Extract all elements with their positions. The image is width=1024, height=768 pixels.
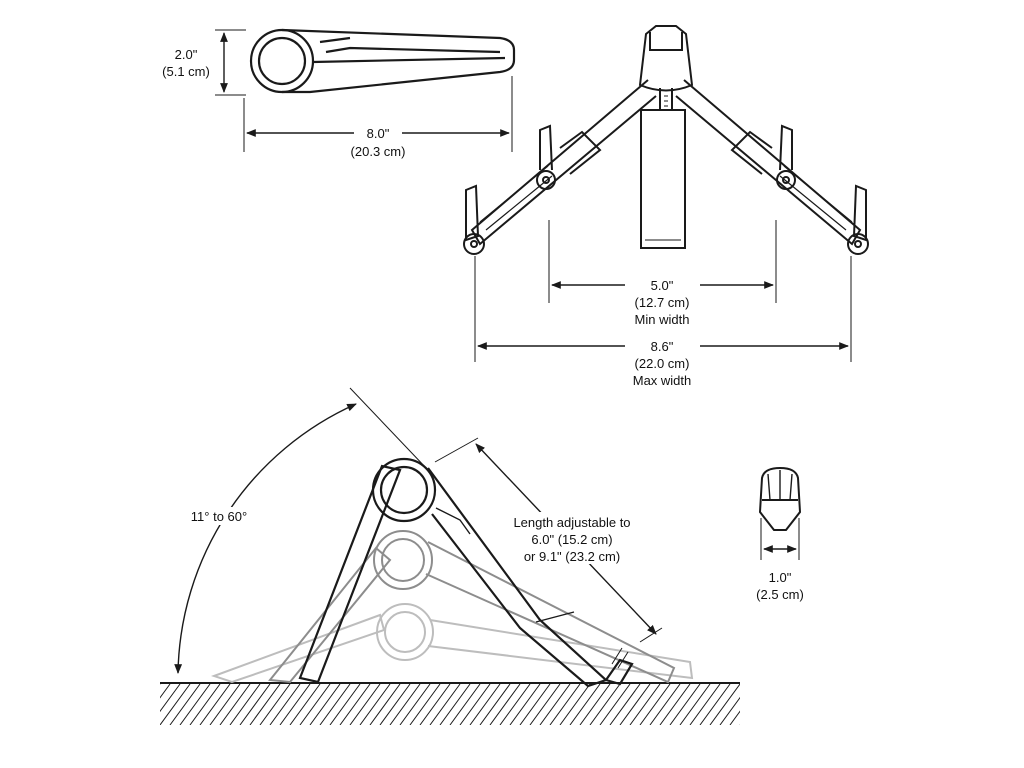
foot-front-view [758, 466, 802, 531]
min-width-dimension: 5.0" (12.7 cm) Min width [548, 220, 777, 327]
stand-highest-position [298, 457, 634, 688]
height-imperial-label: 2.0" [175, 47, 198, 62]
foot-width-metric-label: (2.5 cm) [756, 587, 804, 602]
height-metric-label: (5.1 cm) [162, 64, 210, 79]
hatch-line [549, 683, 581, 725]
hatch-line [589, 683, 621, 725]
hatch-line [529, 683, 561, 725]
hatch-line [479, 683, 511, 725]
hatch-line [299, 683, 331, 725]
hatch-line [619, 683, 651, 725]
hatch-line [429, 683, 461, 725]
min-width-metric-label: (12.7 cm) [635, 295, 690, 310]
hatch-line [389, 683, 421, 725]
hatch-line [579, 683, 611, 725]
foot-width-dimension: 1.0" (2.5 cm) [756, 518, 804, 602]
hatch-line [639, 683, 671, 725]
hatch-line [729, 710, 740, 725]
hatch-line [179, 683, 211, 725]
length-imperial-label: 8.0" [367, 126, 390, 141]
folded-stand-side-view [249, 28, 516, 94]
angle-range-label: 11° to 60° [191, 509, 247, 524]
length-metric-label: (20.3 cm) [351, 144, 406, 159]
hatch-line [489, 683, 521, 725]
hatch-line [699, 683, 731, 725]
hatch-line [329, 683, 361, 725]
max-width-dimension: 8.6" (22.0 cm) Max width [474, 256, 852, 388]
hatch-line [199, 683, 231, 725]
hatch-line [339, 683, 371, 725]
max-width-metric-label: (22.0 cm) [635, 356, 690, 371]
hatch-line [419, 683, 451, 725]
hatch-line [519, 683, 551, 725]
hatch-line [649, 683, 681, 725]
hatch-line [249, 683, 281, 725]
hatch-line [369, 683, 401, 725]
hatch-line [219, 683, 251, 725]
hatch-line [409, 683, 441, 725]
hatch-line [379, 683, 411, 725]
hatch-line [309, 683, 341, 725]
max-width-caption: Max width [633, 373, 692, 388]
hatch-line [269, 683, 301, 725]
hatch-line [689, 683, 721, 725]
hatch-line [209, 683, 241, 725]
ground [160, 682, 780, 725]
leg-length-line1: Length adjustable to [513, 515, 630, 530]
hatch-line [349, 683, 381, 725]
hatch-line [750, 684, 780, 725]
hatch-line [569, 683, 601, 725]
hatch-line [669, 683, 701, 725]
min-width-imperial-label: 5.0" [651, 278, 674, 293]
hatch-line [599, 683, 631, 725]
hatch-line [739, 724, 740, 725]
hatch-line [439, 683, 471, 725]
hatch-line [259, 683, 291, 725]
hatch-line [279, 683, 311, 725]
ground-hatching [160, 683, 780, 725]
hatch-line [239, 683, 271, 725]
hatch-line [160, 684, 161, 685]
max-width-imperial-label: 8.6" [651, 339, 674, 354]
hatch-line [229, 683, 261, 725]
hatch-line [459, 683, 491, 725]
length-dimension: 8.0" (20.3 cm) [243, 76, 513, 159]
hatch-line [509, 683, 541, 725]
hatch-line [709, 683, 740, 725]
angle-dimension: 11° to 60° [174, 387, 429, 674]
hatch-line [160, 683, 191, 725]
hatch-line [189, 683, 221, 725]
stand-front-view [463, 25, 869, 255]
min-width-caption: Min width [635, 312, 690, 327]
hatch-line [499, 683, 531, 725]
hatch-line [539, 683, 571, 725]
hatch-line [609, 683, 641, 725]
hatch-line [160, 683, 181, 713]
hatch-line [169, 683, 201, 725]
hatch-line [319, 683, 351, 725]
hatch-line [659, 683, 691, 725]
leg-length-line2: 6.0" (15.2 cm) [531, 532, 612, 547]
height-dimension: 2.0" (5.1 cm) [162, 29, 246, 96]
stand-lowest-position [210, 603, 694, 684]
hatch-line [679, 683, 711, 725]
leg-length-line3: or 9.1" (23.2 cm) [524, 549, 620, 564]
leg-length-dimension: Length adjustable to 6.0" (15.2 cm) or 9… [434, 437, 663, 643]
hatch-line [399, 683, 431, 725]
hatch-line [160, 683, 171, 699]
hatch-line [629, 683, 661, 725]
hatch-line [559, 683, 591, 725]
hatch-line [449, 683, 481, 725]
hatch-line [359, 683, 391, 725]
foot-width-imperial-label: 1.0" [769, 570, 792, 585]
hatch-line [289, 683, 321, 725]
hatch-line [719, 696, 740, 725]
hatch-line [469, 683, 501, 725]
